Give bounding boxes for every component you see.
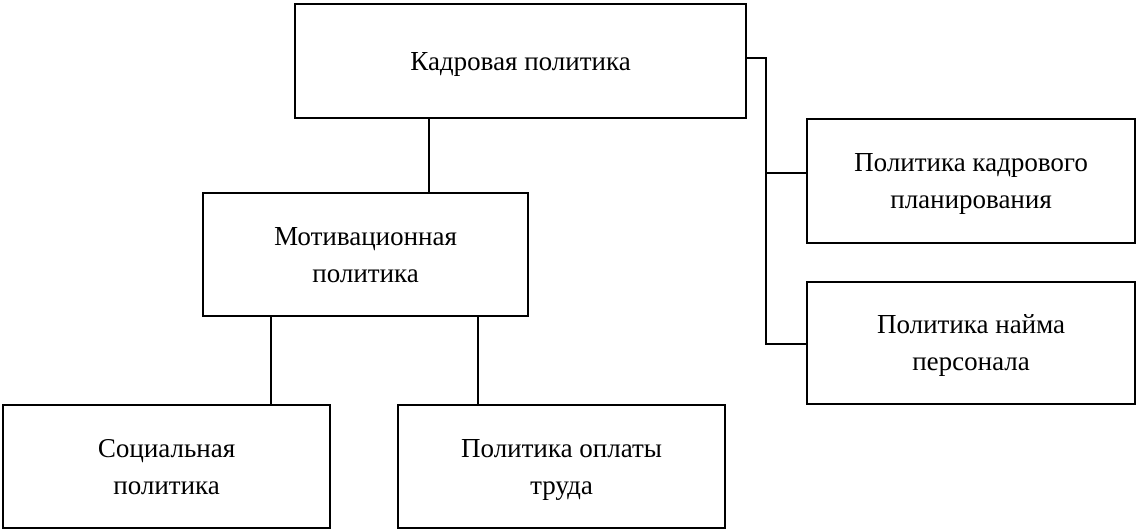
node-social-policy: Социальная политика [2,404,331,529]
node-hiring-policy: Политика найма персонала [806,281,1136,405]
node-social-policy-label: Социальная политика [97,432,236,500]
node-hr-planning-policy: Политика кадрового планирования [806,118,1136,244]
node-hr-policy-label: Кадровая политика [410,45,631,76]
node-motivation-policy-label: Мотивационная политика [274,220,457,288]
node-hiring-policy-label: Политика найма персонала [876,309,1066,376]
node-hr-policy: Кадровая политика [294,3,747,119]
node-motivation-policy: Мотивационная политика [202,192,529,317]
node-hr-planning-policy-label: Политика кадрового планирования [854,147,1088,214]
node-pay-policy: Политика оплаты труда [397,404,726,529]
node-pay-policy-label: Политика оплаты труда [461,432,662,500]
